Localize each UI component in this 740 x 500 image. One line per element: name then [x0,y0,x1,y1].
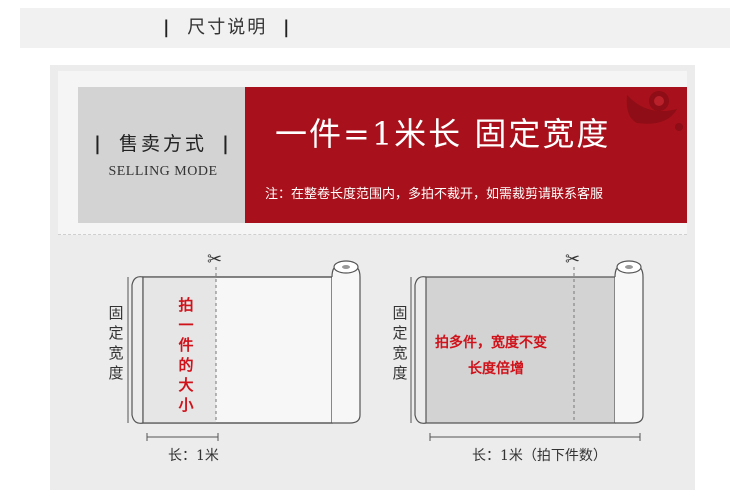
mode-bar-left: | [94,133,104,155]
size-info-panel: | 售卖方式 | SELLING MODE 一件=1米长 固定宽度 注：在整卷长… [50,65,695,490]
decorative-pattern-icon [626,91,683,131]
left-roll-icon [127,260,361,441]
roll-diagram-graphics [127,260,644,441]
length-label-right: 长：1米（拍下件数） [472,448,607,464]
selling-mode-text: 售卖方式 [118,133,207,155]
selling-rule-main: 一件=1米长 固定宽度 [275,115,611,153]
fixed-width-label-left: 固 定 宽 度 [108,304,124,382]
multi-piece-text-line2: 长度倍增 [468,361,524,377]
multi-piece-text-line1: 拍多件，宽度不变 [435,335,547,351]
mode-bar-right: | [222,133,232,155]
selling-mode-box: | 售卖方式 | SELLING MODE [78,87,248,223]
selling-rule-banner: 一件=1米长 固定宽度 注：在整卷长度范围内，多拍不裁开，如需裁剪请联系客服 [245,87,687,223]
scissors-icon: ✂ [207,249,223,270]
selling-rule-note: 注：在整卷长度范围内，多拍不裁开，如需裁剪请联系客服 [265,187,604,202]
fixed-width-label-right: 固 定 宽 度 [392,304,408,382]
title-bar-right: | [283,17,292,38]
selling-mode-label-en: SELLING MODE [108,164,218,179]
title-bar-left: | [163,17,172,38]
section-header: | 尺寸说明 | [20,8,730,48]
selling-mode-label-cn: | 售卖方式 | [78,129,248,156]
selling-mode-section: | 售卖方式 | SELLING MODE 一件=1米长 固定宽度 注：在整卷长… [58,71,687,235]
section-title-text: 尺寸说明 [187,17,268,38]
right-roll-icon [410,260,644,441]
length-label-left: 长：1米 [168,448,219,464]
one-piece-size-text: 拍 一 件 的 大 小 [178,296,194,414]
scissors-icon: ✂ [565,249,581,270]
section-title: | 尺寸说明 | [20,8,730,48]
roll-diagrams: ✂ ✂ 固 定 宽 度 固 定 宽 度 拍 一 件 的 大 小 拍多件，宽度不变… [50,245,695,490]
